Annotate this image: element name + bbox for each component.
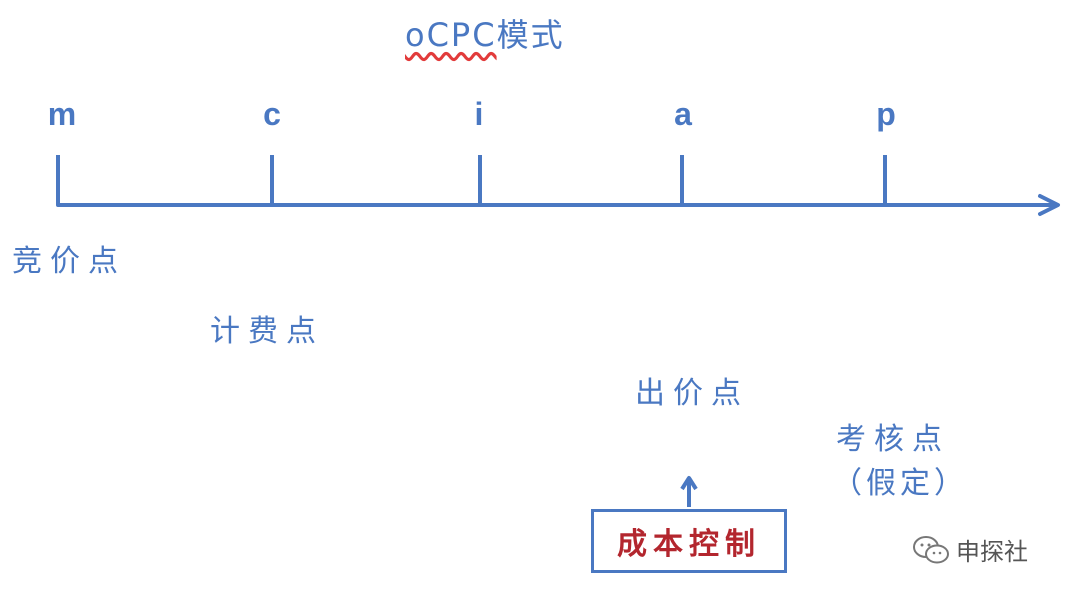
tick-label-p: p: [876, 96, 896, 132]
cost-control-box: 成本控制: [591, 509, 787, 573]
watermark-text: 申探社: [956, 538, 1028, 566]
label-assessment-note: （假定）: [832, 466, 968, 501]
label-bid-point: 竞价点: [12, 244, 126, 279]
wechat-icon: [913, 535, 949, 563]
tick-label-i: i: [474, 96, 484, 132]
cost-arrow-head: [680, 476, 698, 491]
axis-arrowhead: [1038, 194, 1060, 216]
page-title: oCPC模式: [405, 10, 565, 56]
watermark: 申探社: [912, 532, 1028, 567]
label-billing-point: 计费点: [210, 314, 324, 349]
cost-control-label: 成本控制: [617, 527, 761, 562]
title-suffix: 模式: [496, 16, 565, 54]
tick-label-c: c: [263, 96, 281, 132]
tick-label-a: a: [674, 96, 692, 132]
label-offer-point: 出价点: [635, 376, 749, 411]
label-assessment-point: 考核点: [836, 422, 950, 457]
tick-label-m: m: [47, 96, 77, 132]
title-prefix: oCPC: [405, 16, 497, 54]
